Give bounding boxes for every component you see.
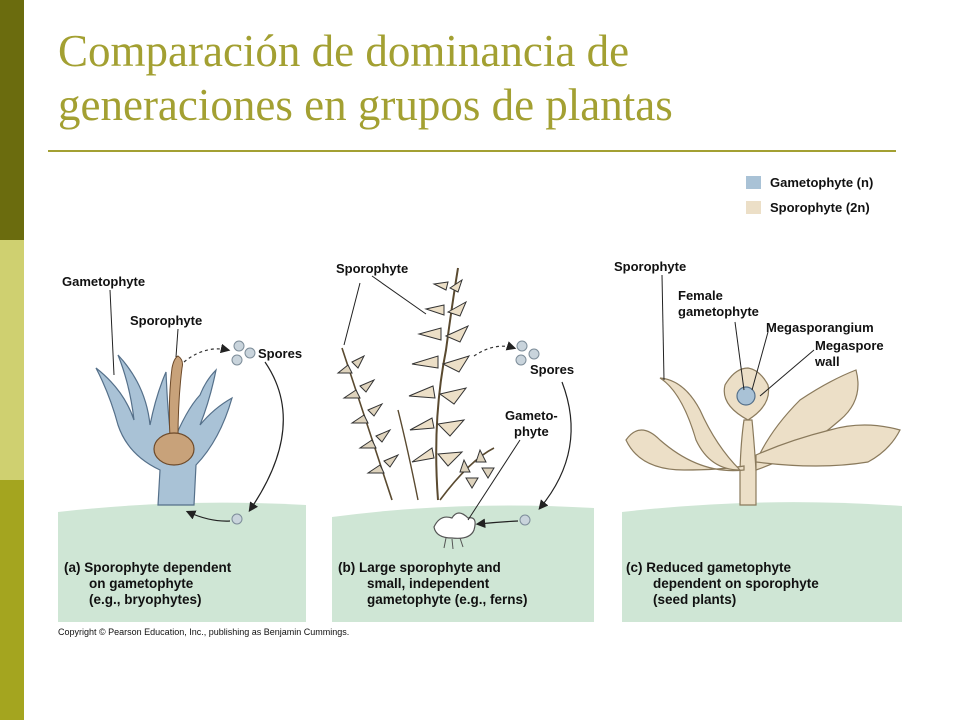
label-gametophyte-b-line-1: Gameto- bbox=[505, 408, 558, 423]
caption-c-line-2: dependent on sporophyte bbox=[653, 576, 819, 591]
germinating-spore-b bbox=[519, 514, 531, 526]
leader-female-gametophyte bbox=[734, 321, 745, 391]
panel-c-ground bbox=[622, 502, 902, 622]
label-female-gametophyte-line-2: gametophyte bbox=[678, 304, 759, 319]
caption-c-line-1: (c) Reduced gametophyte bbox=[626, 560, 792, 575]
leader-megasporangium bbox=[751, 331, 769, 391]
leader-sporophyte-b-right bbox=[371, 275, 427, 315]
label-sporophyte-b: Sporophyte bbox=[336, 261, 408, 276]
sidebar-block-dark bbox=[0, 0, 24, 240]
leader-sporophyte-b-left bbox=[343, 282, 361, 346]
label-spores-a: Spores bbox=[258, 346, 302, 361]
leader-gametophyte-a bbox=[109, 289, 115, 376]
label-sporophyte-a: Sporophyte bbox=[130, 313, 202, 328]
copyright-notice: Copyright © Pearson Education, Inc., pub… bbox=[58, 627, 349, 637]
sidebar-block-light bbox=[0, 240, 24, 480]
caption-a-line-3: (e.g., bryophytes) bbox=[89, 592, 202, 607]
caption-a-line-2: on gametophyte bbox=[89, 576, 194, 591]
leader-sporophyte-a bbox=[175, 328, 179, 358]
spores-a bbox=[231, 340, 256, 366]
female-gametophyte bbox=[736, 386, 756, 406]
legend-gametophyte: Gametophyte (n) bbox=[770, 175, 873, 190]
spore-release-arrow-b bbox=[473, 341, 517, 357]
label-gametophyte-b-line-2: phyte bbox=[514, 424, 549, 439]
panel-c: Sporophyte Female gametophyte Megasporan… bbox=[614, 259, 902, 622]
legend-swatch-sporophyte bbox=[746, 201, 761, 214]
label-sporophyte-c: Sporophyte bbox=[614, 259, 686, 274]
panel-b-ground bbox=[332, 505, 594, 622]
slide-title: Comparación de dominancia de generacione… bbox=[58, 24, 918, 132]
sidebar-block-mid bbox=[0, 480, 24, 720]
fern-gametophyte bbox=[433, 512, 476, 550]
label-spores-b: Spores bbox=[530, 362, 574, 377]
caption-a-line-1: (a) Sporophyte dependent bbox=[64, 560, 232, 575]
legend-sporophyte: Sporophyte (2n) bbox=[770, 200, 870, 215]
spore-fall-arrow-b bbox=[538, 381, 572, 510]
leader-sporophyte-c bbox=[661, 274, 665, 381]
caption-c-line-3: (seed plants) bbox=[653, 592, 736, 607]
caption-b-line-3: gametophyte (e.g., ferns) bbox=[367, 592, 528, 607]
return-arrow-b bbox=[475, 518, 519, 529]
label-female-gametophyte-line-1: Female bbox=[678, 288, 723, 303]
sidebar-accent bbox=[0, 0, 24, 720]
moss-sporophyte bbox=[153, 355, 195, 466]
seed-plant-sporophyte bbox=[625, 367, 901, 506]
label-megaspore-wall-line-1: Megaspore bbox=[815, 338, 884, 353]
panel-a: Gametophyte Sporophyte Spores (a) Sporop… bbox=[58, 274, 306, 622]
panel-b: Sporophyte Spores Gameto- phyte (b) Larg… bbox=[332, 261, 594, 622]
spore-fall-arrow-a bbox=[248, 361, 284, 512]
panel-a-ground bbox=[58, 502, 306, 622]
germinating-spore-a bbox=[231, 513, 243, 525]
label-gametophyte-a: Gametophyte bbox=[62, 274, 145, 289]
slide-title-line-1: Comparación de dominancia de bbox=[58, 26, 630, 76]
legend: Gametophyte (n) Sporophyte (2n) bbox=[746, 175, 873, 215]
return-arrow-a bbox=[185, 510, 231, 522]
moss-gametophyte bbox=[95, 354, 233, 506]
label-megaspore-wall-line-2: wall bbox=[814, 354, 840, 369]
caption-b-line-1: (b) Large sporophyte and bbox=[338, 560, 501, 575]
leader-megaspore-wall bbox=[759, 349, 815, 397]
fern-sporophyte bbox=[336, 267, 495, 501]
leader-gametophyte-b bbox=[467, 439, 521, 521]
spore-release-arrow-a bbox=[183, 343, 231, 363]
legend-swatch-gametophyte bbox=[746, 176, 761, 189]
slide-title-line-2: generaciones en grupos de plantas bbox=[58, 80, 673, 130]
spores-b bbox=[515, 340, 540, 366]
caption-b-line-2: small, independent bbox=[367, 576, 490, 591]
label-megasporangium: Megasporangium bbox=[766, 320, 874, 335]
title-underline bbox=[48, 150, 896, 152]
